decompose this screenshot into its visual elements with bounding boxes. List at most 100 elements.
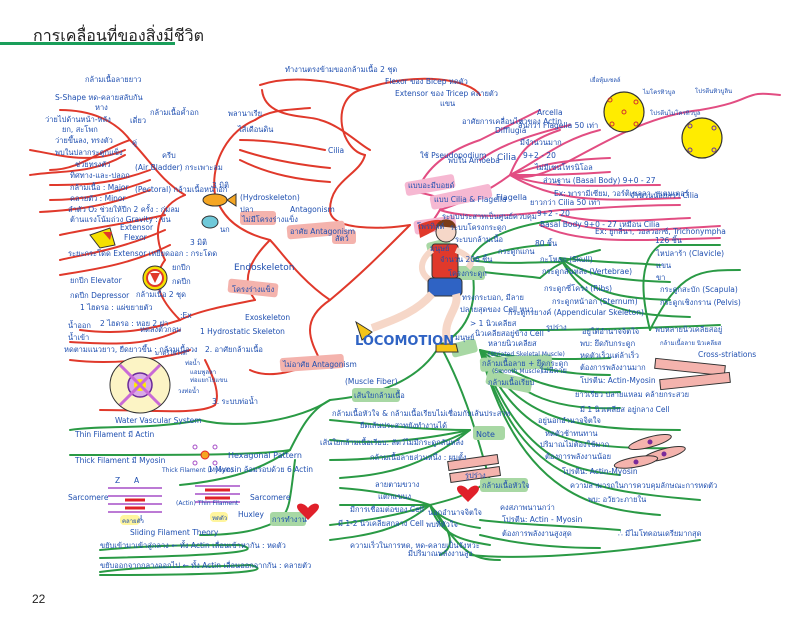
insect-wing-diagram [142,265,168,291]
label-tube-feet: ท่อน้ำ [185,357,200,367]
label-protein: โปรตีนไมโครทิวบูล [650,109,701,117]
label-no-antagonism: ไม่อาศัย Antagonism [282,360,357,369]
label-flexor: Flexor [124,233,148,242]
list-item: ทรงกระบอก, มีลาย [462,293,524,302]
label-contract-1: 1 ไฮดรอ : แผ่ขยายตัว [80,303,153,312]
list-item: พบในปลากระดูกแข็ง [55,147,123,157]
label-sliding-filament: Sliding Filament Theory [130,528,219,537]
label-bone-total: จำนวน 206 ชิ้น [440,254,492,264]
label-shape: รูปร่าง [546,323,567,332]
list-item: กล้ามเนื้อลายยาว [85,74,142,84]
highlight-skeletal-muscle [479,354,553,372]
label-radial: ท่อแยกไปแขน [190,376,227,384]
highlight-human-2 [450,338,478,358]
label-extensor-action: ระยะกระโดด Extensor เหยียดออก : กระโดด [68,249,217,258]
heart-icon [457,485,479,502]
cilia-diagram-labels: เยื่อหุ้มเซลล์ ไมโครทิวบูล โปรตีนไมโครทิ… [590,76,732,117]
list-item: พบ: ยึดกับกระดูก [580,339,635,348]
label-ring-canal: วงท่อน้ำ [178,385,199,395]
list-item: หาง [95,103,108,112]
label-ampulla: แอมพูลลา [190,369,216,376]
list-item: โปรตีน: Actin - Myosin [502,515,583,524]
list-item: กระดูกสันหลัง (Vertebrae) [542,267,632,276]
hexagonal-pattern-icon [192,444,218,466]
list-item: เดี่ยว [130,115,146,125]
label-i-band: I [140,514,142,523]
label-z: Z [115,476,120,485]
highlight-note [473,426,505,440]
list-item: ลำตัว O₂ ช่วยให้ปีก 2 ครั้ง : กุ่มลม [68,204,180,214]
label-sarcomere-1: Sarcomere [68,493,109,502]
animal-branch-lines [29,77,481,413]
label-a-band: A [134,476,140,485]
list-item: หดตัวเร็วแต่ล้าเร็ว [580,350,639,360]
protist-branch-lines [408,92,781,242]
label-gravity: ต้านแรงโน้มถ่วง Gravity : ขน [70,215,171,224]
label-elevator: ยกปีก Elevator [70,276,123,285]
label-note: Note [476,430,495,439]
list-item: ครีบ [162,151,176,160]
list-item: 9+2 - 20 [523,151,556,160]
label-worm: ไส้เดือนดิน [237,125,273,134]
list-item: โปรตีน: Actin-Myosin [580,376,656,385]
list-item: มีจำนวนมาก [520,138,562,147]
list-item: ∴ มีไมโทคอนเดรียมากสุด [618,529,702,538]
label-difflugia: Difflugia [495,126,526,135]
shoe-icon [355,320,373,341]
cilia-cross-section-diagram [603,91,723,159]
list-item: กระดูกเชิงกราน (Pelvis) [660,298,741,307]
list-item: แตกแขนง [378,492,411,501]
list-item: กล้ามเนื้อหัวใจ & กล้ามเนื้อเรียบไม่เชื่… [332,408,511,418]
list-item: ส่วนฐาน (Basal Body) 9+0 - 27 [543,176,656,185]
header-rule [0,42,175,45]
list-item: กล้ามเนื้อ : Major [70,182,130,192]
label-bird: นก [220,225,230,234]
label-muscle-pair: กล้ามเนื้อ 2 ชุด [136,289,186,299]
list-item: ความสามารถในการควบคุมลักษณะการหดตัว [570,481,717,490]
list-item: Ex: ยูกลีนา, วอลวอกซ์, Trichonympha [595,227,726,236]
list-item: > 1 นิวเคลียส [470,319,517,328]
label-human: มนุษย์ [430,244,449,253]
list-item: อยู่ใต้อำนาจจิตใจ [582,327,639,336]
cardiac-items: คงสภาพนานกว่า โปรตีน: Actin - Myosin ต้อ… [500,503,702,538]
list-item: แขน [656,261,671,270]
label-wing-up: ยกปีก [172,263,190,272]
label-hydrostatic-3: 3. ระบบท่อน้ำ [212,396,258,406]
list-item: คลายตัว : Minor [70,194,126,203]
runner-illustration [355,219,474,353]
label-dim3a: 3 มิติ [212,181,229,190]
label-muscle-fiber: (Muscle Fiber) [345,377,398,386]
list-item: มี 1 นิวเคลียส อยู่กลาง Cell [580,405,670,414]
label-cilia-protist: Cilia [497,153,516,163]
heart-icon [297,503,319,520]
label-muscle-fiber-th: เส้นใยกล้ามเนื้อ [354,390,405,400]
label-actin: อาศัยการเคลื่อนไหวของ Actin [462,116,562,126]
human-branch-lines [69,219,741,576]
list-item: ปริมาณไม่ต้องใช้มาก [540,440,609,449]
label-flagella: Flagella [496,193,527,202]
list-item: ปลายสุดของ Cell หนา [460,305,534,314]
list-item: โปรตีน: Actin-Myosin [562,467,638,476]
list-item: เส้นใยกล้ามเนื้อเรียบ: สัตว์ไม่มีกระดูกส… [320,437,464,447]
appendicular-items: ไหปลาร้า (Clavicle) แขน ขา กระดูกสะบัก (… [655,249,741,307]
list-item: ยาวเรียว ปลายแหลม คล้ายกระสวย [575,390,689,399]
fish-icon [202,193,237,207]
label-wing-down: กดปีก [172,277,191,286]
label-fish: ปลา [240,205,254,214]
label-ex: :Ex [180,311,192,320]
label-depressor: กดปีก Depressor [70,291,130,300]
highlight-antagonism [286,220,346,240]
label-thin-filament: Thin Filament มี Actin [74,430,155,439]
smooth-muscle-items: ยาวเรียว ปลายแหลม คล้ายกระสวย มี 1 นิวเค… [538,390,717,504]
label-myosin-actin: 1 Myosin ล้อมรอบด้วย 6 Actin [208,465,313,474]
label-hydrostatic-2: 2. อาศัยกล้ามเนื้อ [205,344,263,354]
hydrostatic-labels: 1 Hydrostatic Skeleton 2. อาศัยกล้ามเนื้… [64,303,285,425]
skeletal-muscle-illustration [447,357,731,483]
label-protein-dynein: โปรตีนทิวบูลิน [695,87,732,95]
label-smooth: (Smooth Muscle) [492,368,543,375]
label-skeletal-system: ระบบโครงกระดูก [450,223,506,232]
list-item: หดตัวช้าทนทาน [545,429,598,438]
label-jellyfish: พลานาเรีย [228,109,262,118]
center-title: LOCOMOTION [355,334,454,349]
